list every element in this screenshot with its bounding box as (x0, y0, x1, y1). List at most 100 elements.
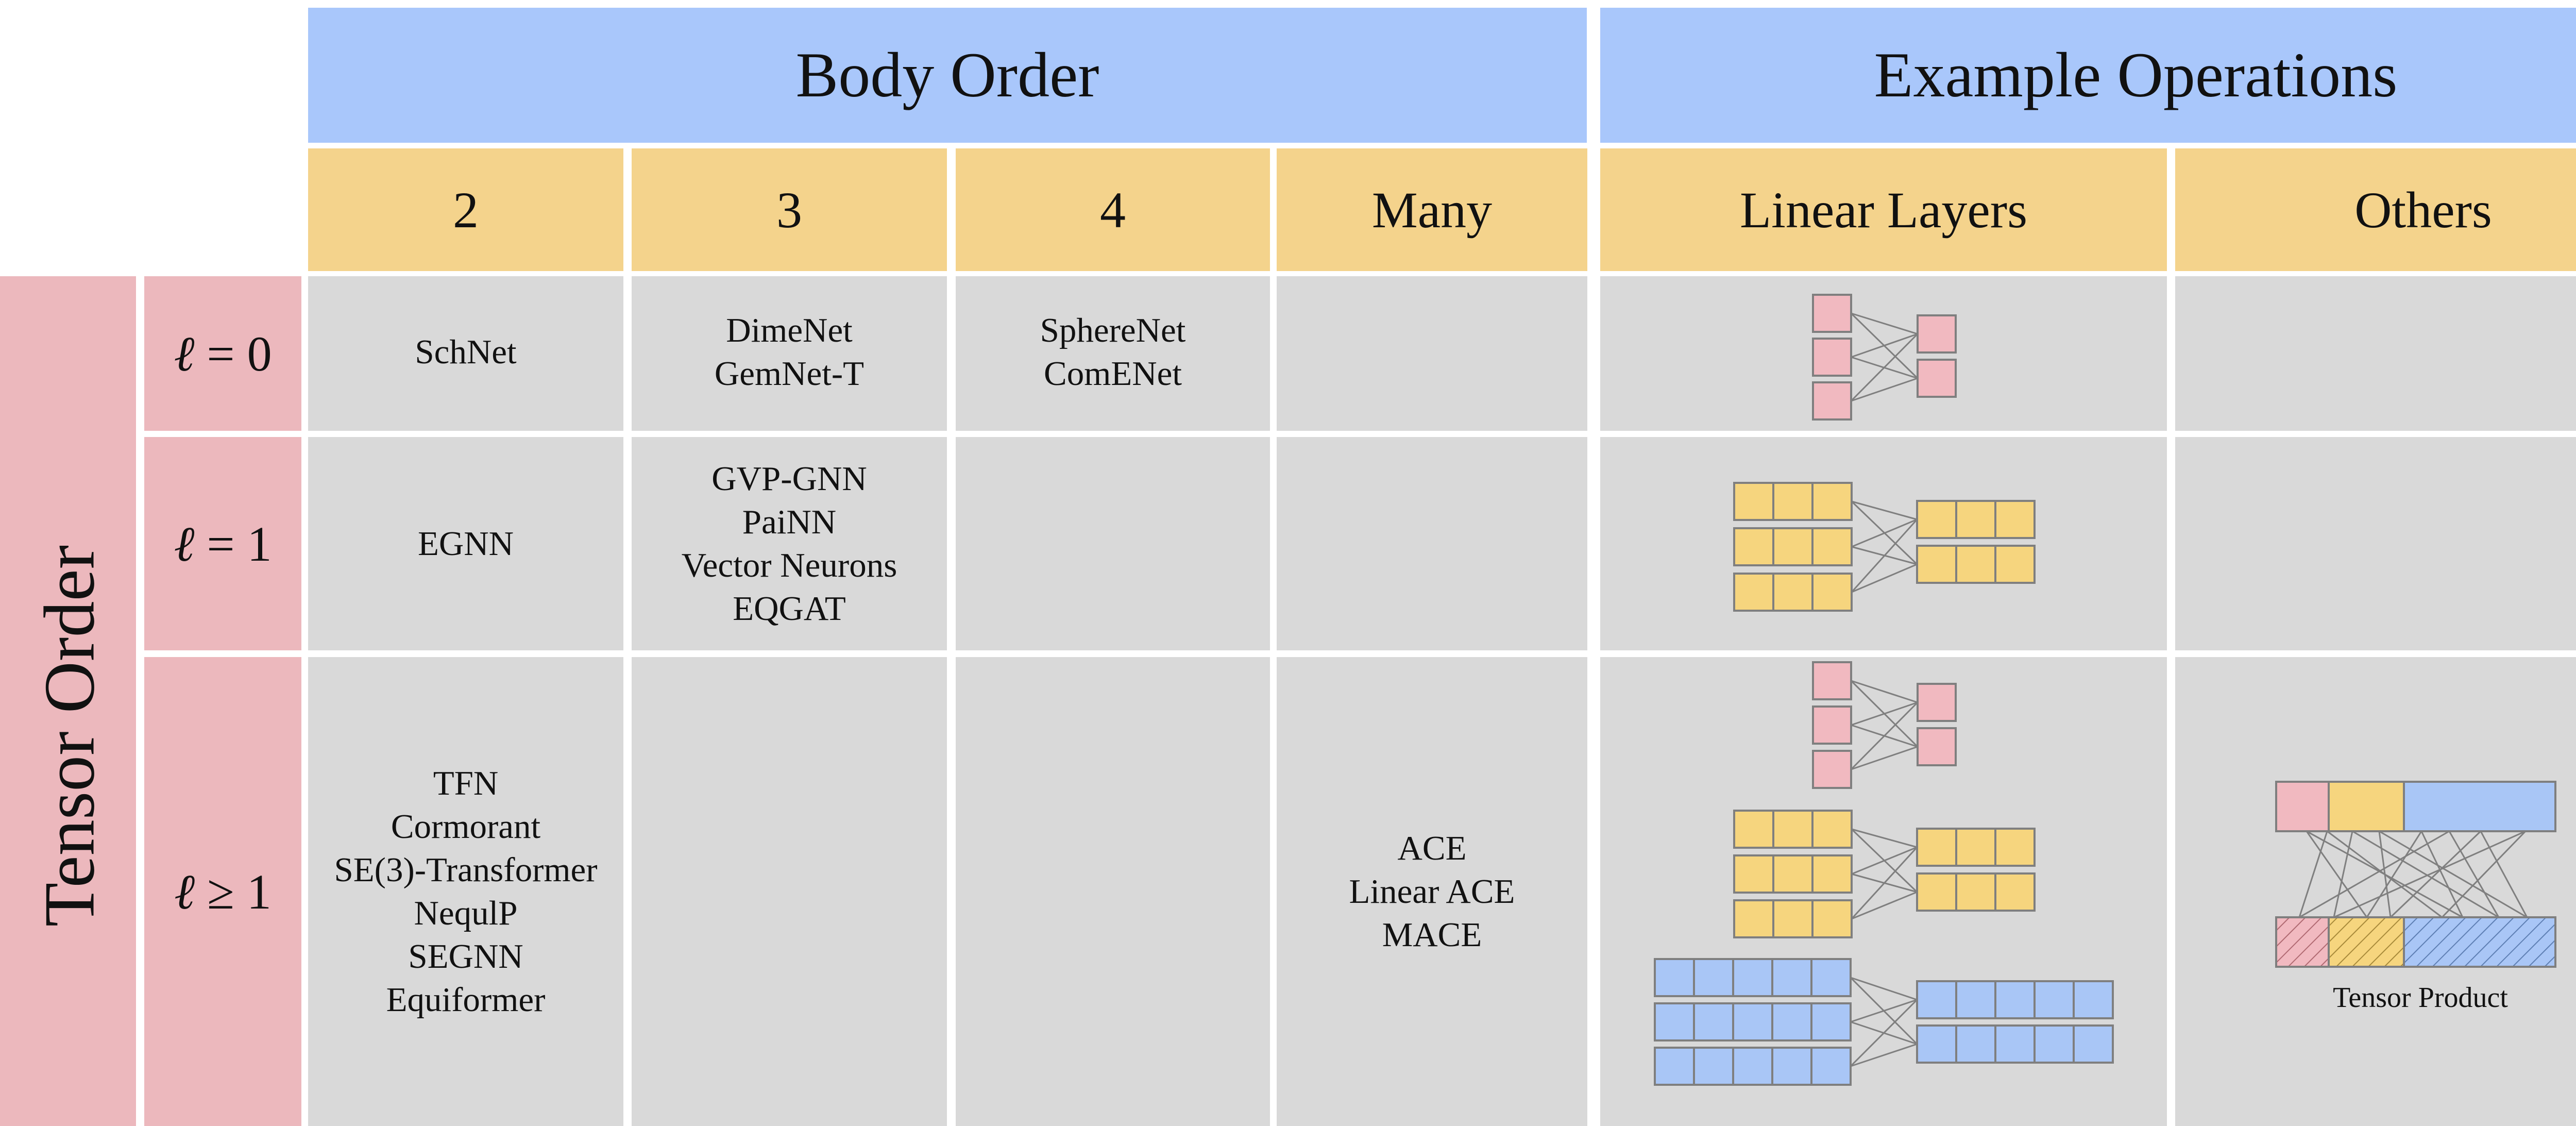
output-node (1916, 545, 1957, 584)
connection-line (2448, 831, 2500, 918)
row-label-l1-rel: = (194, 516, 247, 572)
connection-line (1851, 500, 1918, 520)
output-node (1916, 828, 1957, 867)
output-node (1994, 1024, 2036, 1064)
output-node (1955, 872, 1996, 912)
connection-line (2333, 831, 2353, 918)
connection-line (1851, 377, 1918, 402)
connection-line (1851, 333, 1918, 358)
tp-input-higher (2403, 781, 2556, 832)
output-node (1916, 980, 1957, 1019)
input-node (1810, 958, 1852, 997)
input-node (1733, 573, 1774, 612)
input-node (1772, 899, 1814, 938)
cell-lge1-c3 (632, 657, 947, 1126)
connection-line (1850, 977, 1918, 1001)
connection-line (2306, 831, 2368, 918)
input-node (1733, 810, 1774, 849)
output-node (1994, 872, 2036, 912)
column-label-4: 4 (1100, 181, 1126, 239)
input-node (1812, 294, 1852, 333)
row-label-lge1-rel: ≥ (195, 864, 247, 919)
output-node (1917, 727, 1957, 766)
output-node (1955, 1024, 1996, 1064)
model-name: DimeNet (726, 311, 853, 349)
cell-l0-c2: SchNet (308, 276, 623, 431)
model-name: GemNet-T (714, 355, 865, 393)
connection-line (1850, 1043, 1918, 1067)
output-node (1994, 828, 2036, 867)
model-name: SphereNet (1040, 311, 1186, 349)
connection-line (1850, 999, 1918, 1023)
output-node (2033, 1024, 2075, 1064)
output-node (1917, 683, 1957, 722)
input-node (1772, 482, 1814, 521)
output-node (1994, 500, 2036, 539)
input-node (1811, 527, 1853, 566)
connection-line (2333, 830, 2526, 918)
connection-line (1851, 312, 1918, 335)
input-node (1811, 573, 1853, 612)
column-header-others: Others (2175, 148, 2576, 271)
model-name: SEGNN (408, 937, 523, 976)
cell-l1-others (2175, 437, 2576, 650)
input-node (1772, 573, 1814, 612)
input-node (1732, 1002, 1773, 1041)
output-node (1955, 500, 1996, 539)
connection-line (2389, 830, 2482, 918)
input-node (1733, 527, 1774, 566)
column-label-linear-layers: Linear Layers (1739, 181, 2027, 239)
input-node (1812, 661, 1852, 700)
connection-line (1851, 518, 1918, 548)
column-label-2: 2 (453, 181, 479, 239)
cell-l1-c2: EGNN (308, 437, 623, 650)
row-label-l0-rel: = (194, 326, 247, 381)
output-node (1955, 980, 1996, 1019)
connection-line (1851, 746, 1918, 770)
output-node (1916, 1024, 1957, 1064)
tp-output-vector (2328, 916, 2405, 968)
model-name: EGNN (417, 525, 514, 563)
cell-l1-many (1277, 437, 1587, 650)
connection-line (1850, 999, 1918, 1067)
output-node (1916, 872, 1957, 912)
input-node (1654, 1002, 1695, 1041)
input-node (1732, 1047, 1773, 1086)
input-node (1812, 338, 1852, 377)
connection-line (1850, 333, 1919, 402)
output-node (2073, 980, 2114, 1019)
connection-line (1851, 680, 1918, 703)
row-label-lge1-val: 1 (246, 864, 272, 919)
input-node (1811, 899, 1853, 938)
model-name: Equiformer (386, 981, 546, 1019)
tensor-order-header (0, 276, 136, 1126)
connection-line (1851, 846, 1918, 875)
cell-l0-others (2175, 276, 2576, 431)
input-node (1733, 854, 1774, 894)
model-name: SE(3)-Transformer (334, 851, 598, 889)
model-name: GVP-GNN (711, 460, 867, 498)
model-name: ComENet (1044, 355, 1182, 393)
input-node (1733, 482, 1774, 521)
cell-l1-linear-layers (1600, 437, 2167, 650)
input-node (1771, 1002, 1812, 1041)
row-label-l1-ell: ℓ (174, 516, 195, 572)
input-node (1812, 750, 1852, 789)
input-node (1811, 482, 1853, 521)
row-label-lge1: ℓ ≥ 1 (144, 657, 301, 1126)
body-order-header: Body Order (308, 8, 1587, 143)
cell-l1-c4 (956, 437, 1270, 650)
connection-line (1850, 701, 1919, 770)
input-node (1772, 527, 1814, 566)
column-header-linear-layers: Linear Layers (1600, 148, 2167, 271)
column-label-many: Many (1371, 181, 1493, 239)
model-name: MACE (1382, 916, 1482, 954)
input-node (1733, 899, 1774, 938)
connection-line (2298, 831, 2328, 918)
output-node (1917, 359, 1957, 398)
model-name: ACE (1397, 829, 1467, 867)
